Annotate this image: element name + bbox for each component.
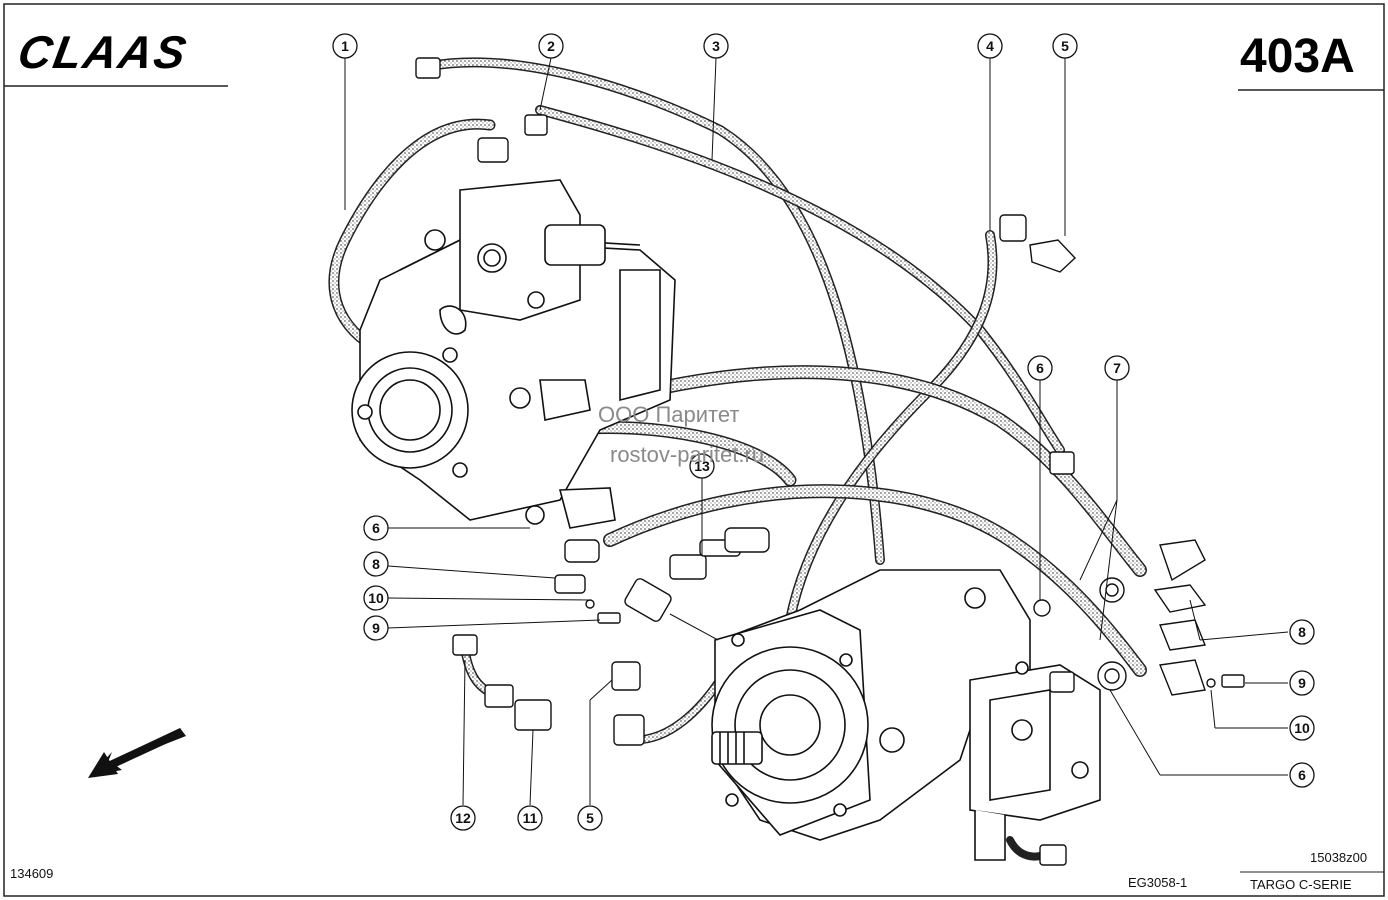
callout-5-top: 5 [1061, 38, 1069, 54]
watermark-company: ООО Паритет [598, 402, 739, 427]
callout-10-right: 10 [1294, 720, 1310, 736]
callout-9-right: 9 [1298, 675, 1306, 691]
fittings [415, 57, 1245, 866]
direction-arrow-icon [88, 728, 186, 778]
leader-lines [344, 57, 1289, 806]
hose-5-bottom [630, 675, 725, 745]
footer-center-code: EG3058-1 [1128, 875, 1187, 890]
callout-11: 11 [523, 810, 538, 826]
callout-8-right: 8 [1298, 624, 1306, 640]
callout-6-left: 6 [372, 520, 380, 536]
callout-5-bottom: 5 [586, 810, 594, 826]
brand-logo: CLAAS [14, 26, 191, 78]
callout-12: 12 [455, 810, 471, 826]
callout-9-left: 9 [372, 620, 380, 636]
callout-13: 13 [694, 458, 710, 474]
footer-left-code: 134609 [10, 866, 53, 881]
callout-labels: 1 2 3 4 5 6 7 13 6 8 10 9 8 9 10 6 12 11… [341, 38, 1310, 826]
callout-7: 7 [1113, 360, 1121, 376]
footer-drawing-code: 15038z00 [1310, 850, 1367, 865]
page-code: 403A [1240, 30, 1355, 83]
footer-series: TARGO C-SERIE [1250, 877, 1352, 892]
callout-1: 1 [341, 38, 349, 54]
callout-bubbles [332, 33, 1315, 831]
callout-2: 2 [547, 38, 555, 54]
callout-6-right-bottom: 6 [1298, 767, 1306, 783]
callout-4: 4 [986, 38, 994, 54]
callout-10-left: 10 [368, 590, 384, 606]
hydraulic-motor [711, 569, 1101, 861]
callout-3: 3 [712, 38, 720, 54]
callout-8-left: 8 [372, 556, 380, 572]
hydraulic-pump [351, 179, 676, 529]
callout-6-right-top: 6 [1036, 360, 1044, 376]
drawing-border [3, 3, 1385, 897]
watermark-url: rostov-paritet.ru [610, 442, 764, 467]
